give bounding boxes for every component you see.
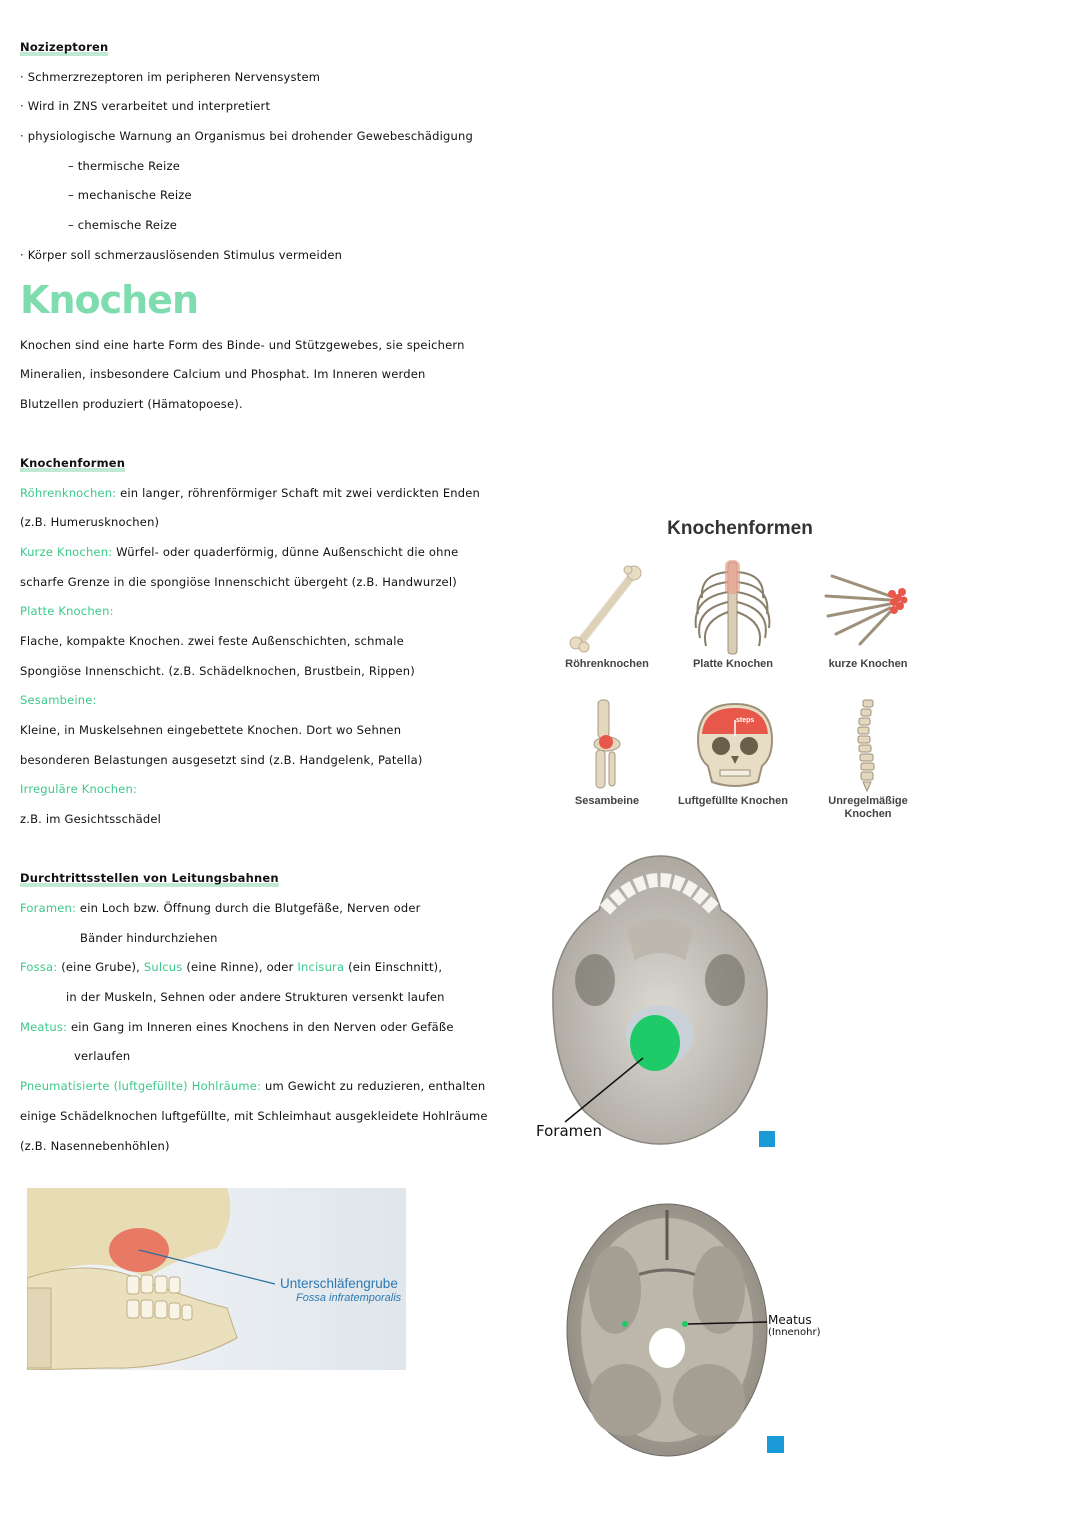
meatus-term: Meatus: (20, 1020, 68, 1034)
fossa-line: Fossa: (eine Grube), Sulcus (eine Rinne)… (20, 960, 442, 974)
skull-base-superior-illustration (566, 1203, 784, 1457)
noz-line-3: · physiologische Warnung an Organismus b… (20, 129, 473, 143)
fossa-text-2: in der Muskeln, Sehnen oder andere Struk… (66, 990, 445, 1004)
caption-kurze-knochen: kurze Knochen (828, 658, 908, 670)
knochen-intro-3: Blutzellen produziert (Hämatopoese). (20, 397, 243, 411)
pneumatisiert-text: um Gewicht zu reduzieren, enthalten (264, 1079, 486, 1093)
foramen-text: ein Loch bzw. Öffnung durch die Blutgefä… (79, 901, 421, 915)
roehrenknochen-term: Röhrenknochen: (20, 486, 117, 500)
noz-line-1: · Schmerzrezeptoren im peripheren Nerven… (20, 70, 321, 84)
irregulaere-knochen-text: z.B. im Gesichtsschädel (20, 812, 162, 826)
long-bone-illustration (569, 565, 642, 653)
kurze-knochen-term: Kurze Knochen: (20, 545, 113, 559)
page-title-knochen: Knochen (20, 278, 199, 322)
sulcus-term: Sulcus (143, 960, 183, 974)
sesambeine-text-2: besonderen Belastungen ausgesetzt sind (… (20, 753, 423, 767)
platte-knochen-text-2: Spongiöse Innenschicht. (z.B. Schädelkno… (20, 664, 415, 678)
caption-platte-knochen: Platte Knochen (692, 658, 774, 670)
meatus-text-2: verlaufen (74, 1049, 131, 1063)
foramen-label: Foramen (536, 1122, 602, 1140)
durchtrittsstellen-heading: Durchtrittsstellen von Leitungsbahnen (20, 871, 279, 887)
knee-illustration (593, 699, 621, 789)
meatus-label: Meatus (768, 1313, 812, 1327)
kurze-knochen-line: Kurze Knochen: Würfel- oder quaderförmig… (20, 545, 458, 559)
foramen-term: Foramen: (20, 901, 77, 915)
pneumatisiert-term: Pneumatisierte (luftgefüllte) Hohlräume: (20, 1079, 262, 1093)
rib-cage-illustration (694, 560, 771, 655)
noz-sub-3: – chemische Reize (68, 218, 178, 232)
hand-illustration (824, 574, 908, 646)
foramen-text-2: Bänder hindurchziehen (80, 931, 218, 945)
fossa-label: Unterschläfengrube (280, 1276, 398, 1291)
noz-line-4: · Körper soll schmerzauslösenden Stimulu… (20, 248, 343, 262)
sesambeine-text-1: Kleine, in Muskelsehnen eingebettete Kno… (20, 723, 402, 737)
skull-base-inferior-illustration (552, 855, 775, 1147)
meatus-line: Meatus: ein Gang im Inneren eines Knoche… (20, 1020, 454, 1034)
fossa-label-latin: Fossa infratemporalis (296, 1292, 402, 1304)
platte-knochen-term: Platte Knochen: (20, 604, 114, 618)
jaw-illustration (27, 1188, 406, 1370)
foramen-line: Foramen: ein Loch bzw. Öffnung durch die… (20, 901, 421, 915)
knochen-intro-2: Mineralien, insbesondere Calcium und Pho… (20, 367, 426, 381)
sesambeine-term: Sesambeine: (20, 693, 97, 707)
platte-knochen-text-1: Flache, kompakte Knochen. zwei feste Auß… (20, 634, 404, 648)
fossa-term: Fossa: (20, 960, 58, 974)
fossa-text: (eine Grube), (61, 960, 141, 974)
pneumatisiert-line: Pneumatisierte (luftgefüllte) Hohlräume:… (20, 1079, 485, 1093)
knochenformen-heading: Knochenformen (20, 456, 126, 472)
meatus-label-sub: (Innenohr) (768, 1327, 821, 1338)
noz-line-2: · Wird in ZNS verarbeitet und interpreti… (20, 99, 271, 113)
incisura-term: Incisura (297, 960, 345, 974)
incisura-text: (ein Einschnitt), (348, 960, 443, 974)
kurze-knochen-text: Würfel- oder quaderförmig, dünne Außensc… (116, 545, 459, 559)
section-heading-nozizeptoren: Nozizeptoren (20, 40, 109, 56)
caption-sesambeine: Sesambeine (574, 795, 640, 807)
caption-roehrenknochen: Röhrenknochen (565, 658, 649, 670)
irregulaere-knochen-term: Irreguläre Knochen: (20, 782, 138, 796)
skull-front-illustration: steps (696, 702, 774, 787)
kurze-knochen-text-2: scharfe Grenze in die spongiöse Innensch… (20, 575, 457, 589)
roehrenknochen-example: (z.B. Humerusknochen) (20, 515, 160, 529)
noz-sub-2: – mechanische Reize (68, 188, 192, 202)
figure-title: Knochenformen (667, 518, 813, 539)
meatus-text: ein Gang im Inneren eines Knochens in de… (70, 1020, 454, 1034)
roehrenknochen-text: ein langer, röhrenförmiger Schaft mit zw… (120, 486, 481, 500)
knochen-intro-1: Knochen sind eine harte Form des Binde- … (20, 338, 465, 352)
skull-steps-label: steps (736, 717, 754, 724)
sulcus-text: (eine Rinne), oder (186, 960, 294, 974)
pneumatisiert-text-3: (z.B. Nasennebenhöhlen) (20, 1139, 170, 1153)
foramen-magnum-highlight (630, 1015, 680, 1071)
roehrenknochen-line: Röhrenknochen: ein langer, röhrenförmige… (20, 486, 480, 500)
noz-sub-1: – thermische Reize (68, 159, 180, 173)
caption-unregelmaessige-knochen: Unregelmäßige Knochen (828, 795, 908, 820)
caption-luftgefuellte-knochen: Luftgefüllte Knochen (678, 795, 788, 807)
spine-illustration (857, 699, 875, 793)
pneumatisiert-text-2: einige Schädelknochen luftgefüllte, mit … (20, 1109, 488, 1123)
